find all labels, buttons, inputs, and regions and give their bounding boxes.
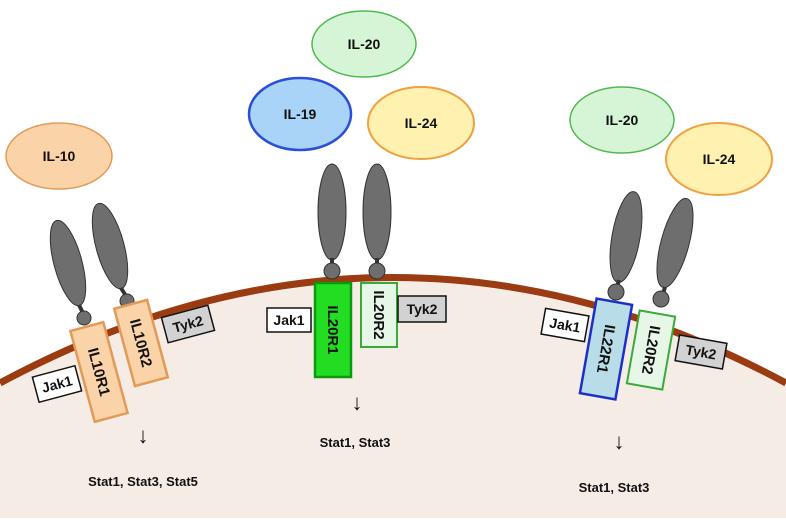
receptor-stalk-node bbox=[607, 283, 625, 301]
ligand-il19-ellipse bbox=[247, 76, 353, 152]
receptor-stalk-node bbox=[323, 262, 341, 280]
ligand-il10-ellipse bbox=[5, 122, 113, 190]
receptor-chain-il20r2 bbox=[360, 282, 398, 348]
signal-arrow: ↓ bbox=[138, 423, 149, 448]
kinase-tyk2-label: Tyk2 bbox=[407, 301, 438, 317]
complex-il10: IL-10 IL10R1 IL10R2 Jak1 Tyk2 ↓ bbox=[5, 122, 216, 489]
signal-output-label: Stat1, Stat3 bbox=[320, 435, 391, 450]
receptor-stalk bbox=[609, 191, 643, 283]
receptor-chain-il20r2 bbox=[625, 309, 677, 391]
signal-arrow: ↓ bbox=[614, 429, 625, 454]
receptor-stalk bbox=[49, 219, 87, 307]
kinase-jak1-label: Jak1 bbox=[40, 372, 74, 396]
receptor-stalk bbox=[362, 163, 392, 261]
receptor-chain-il20r1 bbox=[313, 281, 353, 379]
ligand-il10-label: IL-10 bbox=[43, 148, 76, 164]
receptor-chain-il10r2 bbox=[112, 298, 170, 388]
receptor-chain-il22r1 bbox=[578, 297, 634, 401]
ligand-il20-ellipse bbox=[569, 86, 675, 154]
kinase-tyk2-box bbox=[674, 334, 728, 370]
ligand-il19-label: IL-19 bbox=[284, 106, 317, 122]
signal-arrow: ↓ bbox=[352, 390, 363, 415]
ligand-il20-label: IL-20 bbox=[606, 112, 639, 128]
ligand-il24-label: IL-24 bbox=[703, 151, 736, 167]
receptor-stalk-node bbox=[368, 262, 386, 280]
complex-il20r1-il20r2: IL-20 IL-19 IL-24 IL20R1 IL20R2 Jak1 T bbox=[247, 10, 475, 450]
receptor-chain-il20r2-label: IL20R2 bbox=[370, 290, 387, 339]
receptor-stalk bbox=[317, 163, 347, 261]
kinase-tyk2-label: Tyk2 bbox=[171, 312, 205, 336]
signal-output-label: Stat1, Stat3, Stat5 bbox=[88, 474, 198, 489]
kinase-tyk2-box bbox=[397, 295, 447, 323]
kinase-jak1-box bbox=[266, 307, 312, 333]
receptor-stalk bbox=[91, 202, 129, 290]
receptor-stalk bbox=[656, 197, 694, 289]
receptor-chain-il20r1-label: IL20R1 bbox=[324, 305, 341, 354]
ligand-il20-label: IL-20 bbox=[348, 36, 381, 52]
signal-output-label: Stat1, Stat3 bbox=[579, 480, 650, 495]
ligand-il24-ellipse bbox=[665, 122, 773, 196]
kinase-jak1-label: Jak1 bbox=[548, 314, 582, 335]
kinase-tyk2-box bbox=[160, 304, 216, 344]
kinase-jak1-box bbox=[31, 364, 83, 404]
ligand-il24-label: IL-24 bbox=[405, 115, 438, 131]
receptor-stalk-node bbox=[76, 310, 92, 326]
receptor-stalk-node bbox=[652, 290, 670, 308]
ligand-il20-ellipse bbox=[311, 10, 417, 78]
kinase-tyk2-label: Tyk2 bbox=[684, 341, 717, 362]
complex-il22r1-il20r2: IL-20 IL-24 IL22R1 IL20R2 Jak1 Tyk2 ↓ bbox=[540, 86, 773, 495]
kinase-jak1-box bbox=[540, 307, 590, 343]
ligand-il24-ellipse bbox=[367, 86, 475, 160]
kinase-jak1-label: Jak1 bbox=[273, 312, 304, 328]
receptor-chain-il10r1 bbox=[68, 320, 130, 424]
